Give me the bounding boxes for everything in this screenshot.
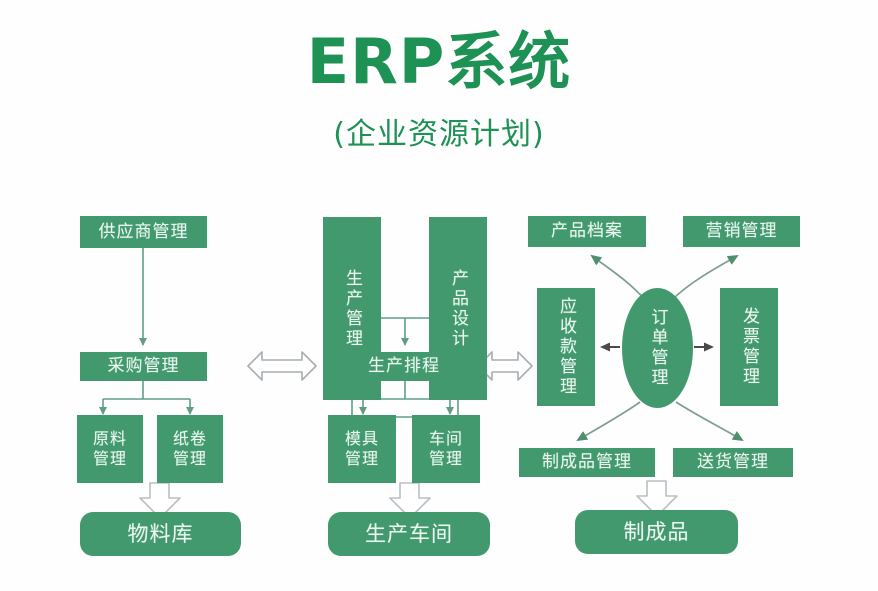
node-marketing-management[interactable]: 营销管理 bbox=[683, 216, 800, 247]
node-purchase-management[interactable]: 采购管理 bbox=[80, 352, 207, 381]
node-finished-goods-management[interactable]: 制成品管理 bbox=[519, 448, 655, 477]
curved-arrow-order-to-finished-goods-mgmt bbox=[576, 401, 641, 442]
node-delivery-management[interactable]: 送货管理 bbox=[673, 448, 793, 477]
node-invoice-management[interactable]: 发票管理 bbox=[720, 288, 778, 406]
page-subtitle: (企业资源计划) bbox=[333, 117, 545, 152]
node-product-archive[interactable]: 产品档案 bbox=[528, 216, 646, 247]
node-raw-material-management[interactable]: 原料 管理 bbox=[77, 415, 143, 483]
node-receivables-management[interactable]: 应收款管理 bbox=[537, 288, 595, 406]
node-order-management[interactable]: 订单管理 bbox=[622, 288, 693, 408]
page-title: ERP系统 bbox=[306, 25, 572, 98]
connector-purchase-to-materials bbox=[99, 381, 194, 415]
node-workshop-management[interactable]: 车间 管理 bbox=[412, 415, 480, 483]
node-mold-management[interactable]: 模具 管理 bbox=[328, 415, 396, 483]
node-production-scheduling[interactable]: 生产排程 bbox=[340, 352, 468, 381]
curved-arrow-order-to-delivery bbox=[675, 401, 744, 442]
node-finished-goods[interactable]: 制成品 bbox=[575, 510, 738, 554]
node-supplier-management[interactable]: 供应商管理 bbox=[80, 216, 207, 248]
node-material-warehouse[interactable]: 物料库 bbox=[80, 512, 241, 556]
curved-arrow-order-to-product-archive bbox=[590, 254, 646, 301]
node-paper-roll-management[interactable]: 纸卷 管理 bbox=[157, 415, 223, 483]
node-production-workshop[interactable]: 生产车间 bbox=[328, 512, 490, 556]
hollow-double-arrow-purchase-scheduling bbox=[247, 351, 317, 381]
